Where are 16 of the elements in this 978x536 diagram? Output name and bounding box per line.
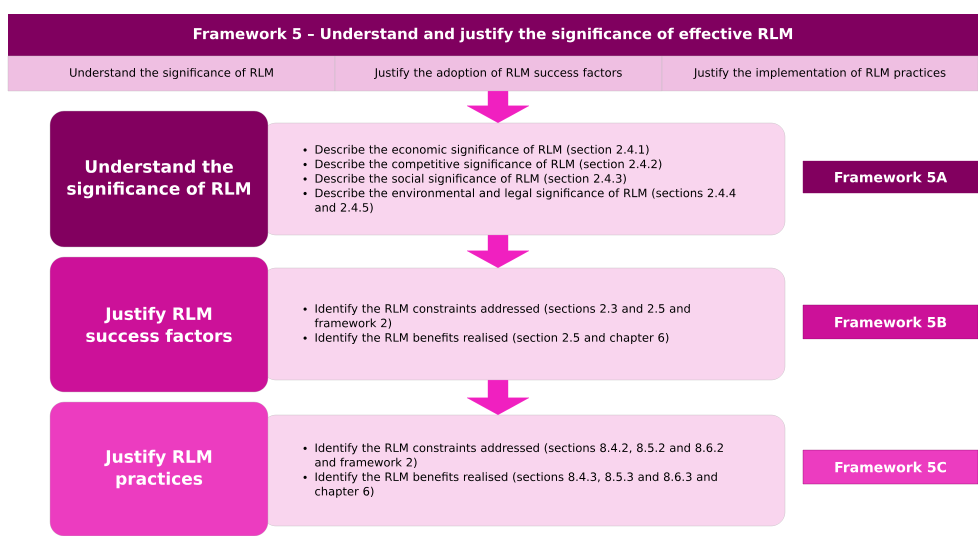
framework-label: Framework 5B [802, 304, 978, 340]
stage-box: Justify RLM practices [50, 402, 268, 536]
content-box: Identify the RLM constraints addressed (sections 8.4.2, 8.5.2 and 8.6.2 and framework 2) Identify the RLM benefits realised (sections 8.4.3, 8.5.3 and 8.6.3 and chapter 6) [262, 414, 786, 526]
content-box: Identify the RLM constraints addressed (sections 2.3 and 2.5 and framework 2) Identify the RLM benefits realised (section 2.5 and chapter 6) [262, 268, 786, 380]
framework-label: Framework 5C [802, 450, 978, 484]
content-box: Describe the economic significance of RLM (section 2.4.1) Describe the competitive significance of RLM (section 2.4.2) Describe the social significance of RLM (section 2.4.3) Describe the environmental and legal significance of RLM (sections 2.4.4 and 2.4.5) [262, 122, 786, 236]
header-cell: Justify the adoption of RLM success factors [334, 56, 662, 92]
block-arrow [466, 91, 530, 123]
header-cell: Understand the significance of RLM [8, 56, 336, 92]
block-arrow [466, 380, 530, 415]
header-cell: Justify the implementation of RLM practices [662, 56, 978, 92]
framework-label: Framework 5A [802, 160, 978, 194]
stage-box: Justify RLM success factors [50, 256, 268, 392]
title-band: Framework 5 – Understand and justify the significance of effective RLM [8, 14, 978, 56]
block-arrow [466, 235, 530, 268]
stage-box: Understand the significance of RLM [50, 110, 268, 248]
